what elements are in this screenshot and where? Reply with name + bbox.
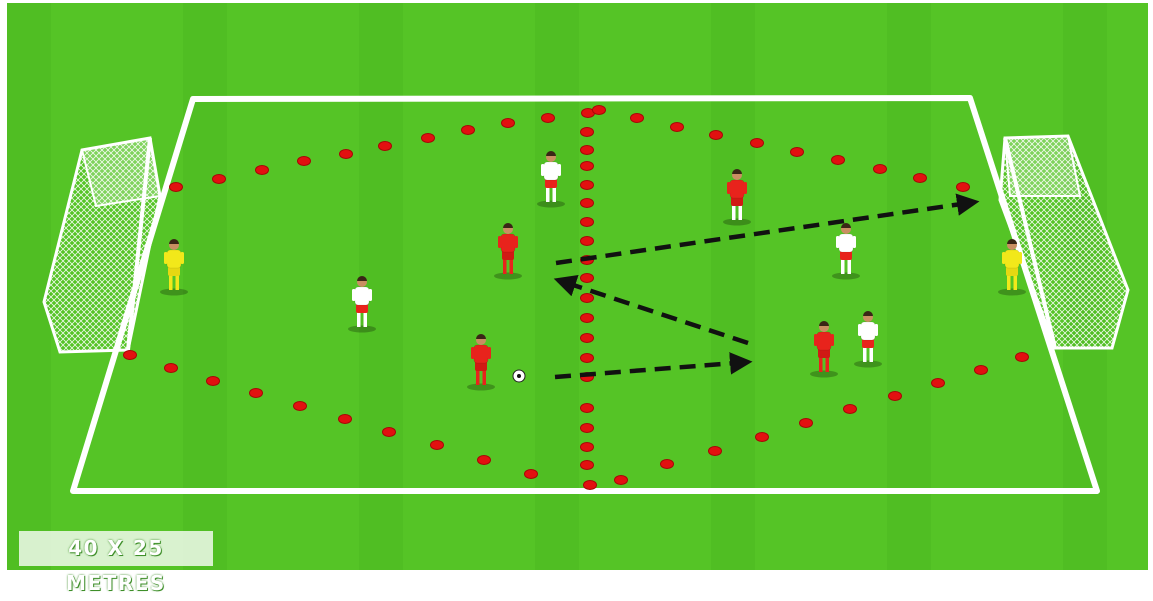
cone-icon <box>832 156 845 165</box>
cone-icon <box>791 148 804 157</box>
cone-icon <box>462 126 475 135</box>
cone-icon <box>581 162 594 171</box>
cone-icon <box>874 165 887 174</box>
cone-icon <box>957 183 970 192</box>
cone-icon <box>294 402 307 411</box>
cone-icon <box>581 461 594 470</box>
cone-icon <box>581 128 594 137</box>
cone-icon <box>542 114 555 123</box>
cone-icon <box>581 218 594 227</box>
cone-icon <box>256 166 269 175</box>
grass-stripe <box>359 3 403 570</box>
cone-icon <box>170 183 183 192</box>
cone-icon <box>631 114 644 123</box>
cone-icon <box>615 476 628 485</box>
cone-icon <box>1016 353 1029 362</box>
cone-icon <box>671 123 684 132</box>
cone-icon <box>710 131 723 140</box>
cone-icon <box>581 443 594 452</box>
cone-icon <box>298 157 311 166</box>
cone-icon <box>975 366 988 375</box>
cone-icon <box>751 139 764 148</box>
cone-icon <box>502 119 515 128</box>
cone-icon <box>581 274 594 283</box>
cone-icon <box>379 142 392 151</box>
cone-icon <box>581 314 594 323</box>
cone-icon <box>581 334 594 343</box>
cone-icon <box>213 175 226 184</box>
grass-stripe <box>7 3 51 570</box>
cone-icon <box>340 150 353 159</box>
cone-icon <box>383 428 396 437</box>
cone-icon <box>844 405 857 414</box>
cone-icon <box>914 174 927 183</box>
cone-icon <box>207 377 220 386</box>
cone-icon <box>422 134 435 143</box>
cone-icon <box>800 419 813 428</box>
cone-icon <box>581 237 594 246</box>
cone-icon <box>581 199 594 208</box>
training-drill-diagram <box>0 0 1153 575</box>
cone-icon <box>709 447 722 456</box>
grass-stripe <box>711 3 755 570</box>
cone-icon <box>593 106 606 115</box>
cone-icon <box>165 364 178 373</box>
cone-icon <box>124 351 137 360</box>
ball-icon <box>513 370 525 382</box>
cone-icon <box>756 433 769 442</box>
cone-icon <box>889 392 902 401</box>
grass-stripe <box>887 3 931 570</box>
cone-icon <box>584 481 597 490</box>
cone-icon <box>431 441 444 450</box>
cone-icon <box>581 181 594 190</box>
cone-icon <box>661 460 674 469</box>
cone-icon <box>932 379 945 388</box>
cone-icon <box>581 404 594 413</box>
cone-icon <box>581 146 594 155</box>
cone-icon <box>478 456 491 465</box>
pitch-size-label: 40 X 25 METRES <box>19 531 213 566</box>
cone-icon <box>250 389 263 398</box>
grass-stripe <box>183 3 227 570</box>
cone-icon <box>525 470 538 479</box>
cone-icon <box>581 294 594 303</box>
cone-icon <box>339 415 352 424</box>
cone-icon <box>581 424 594 433</box>
cone-icon <box>581 354 594 363</box>
